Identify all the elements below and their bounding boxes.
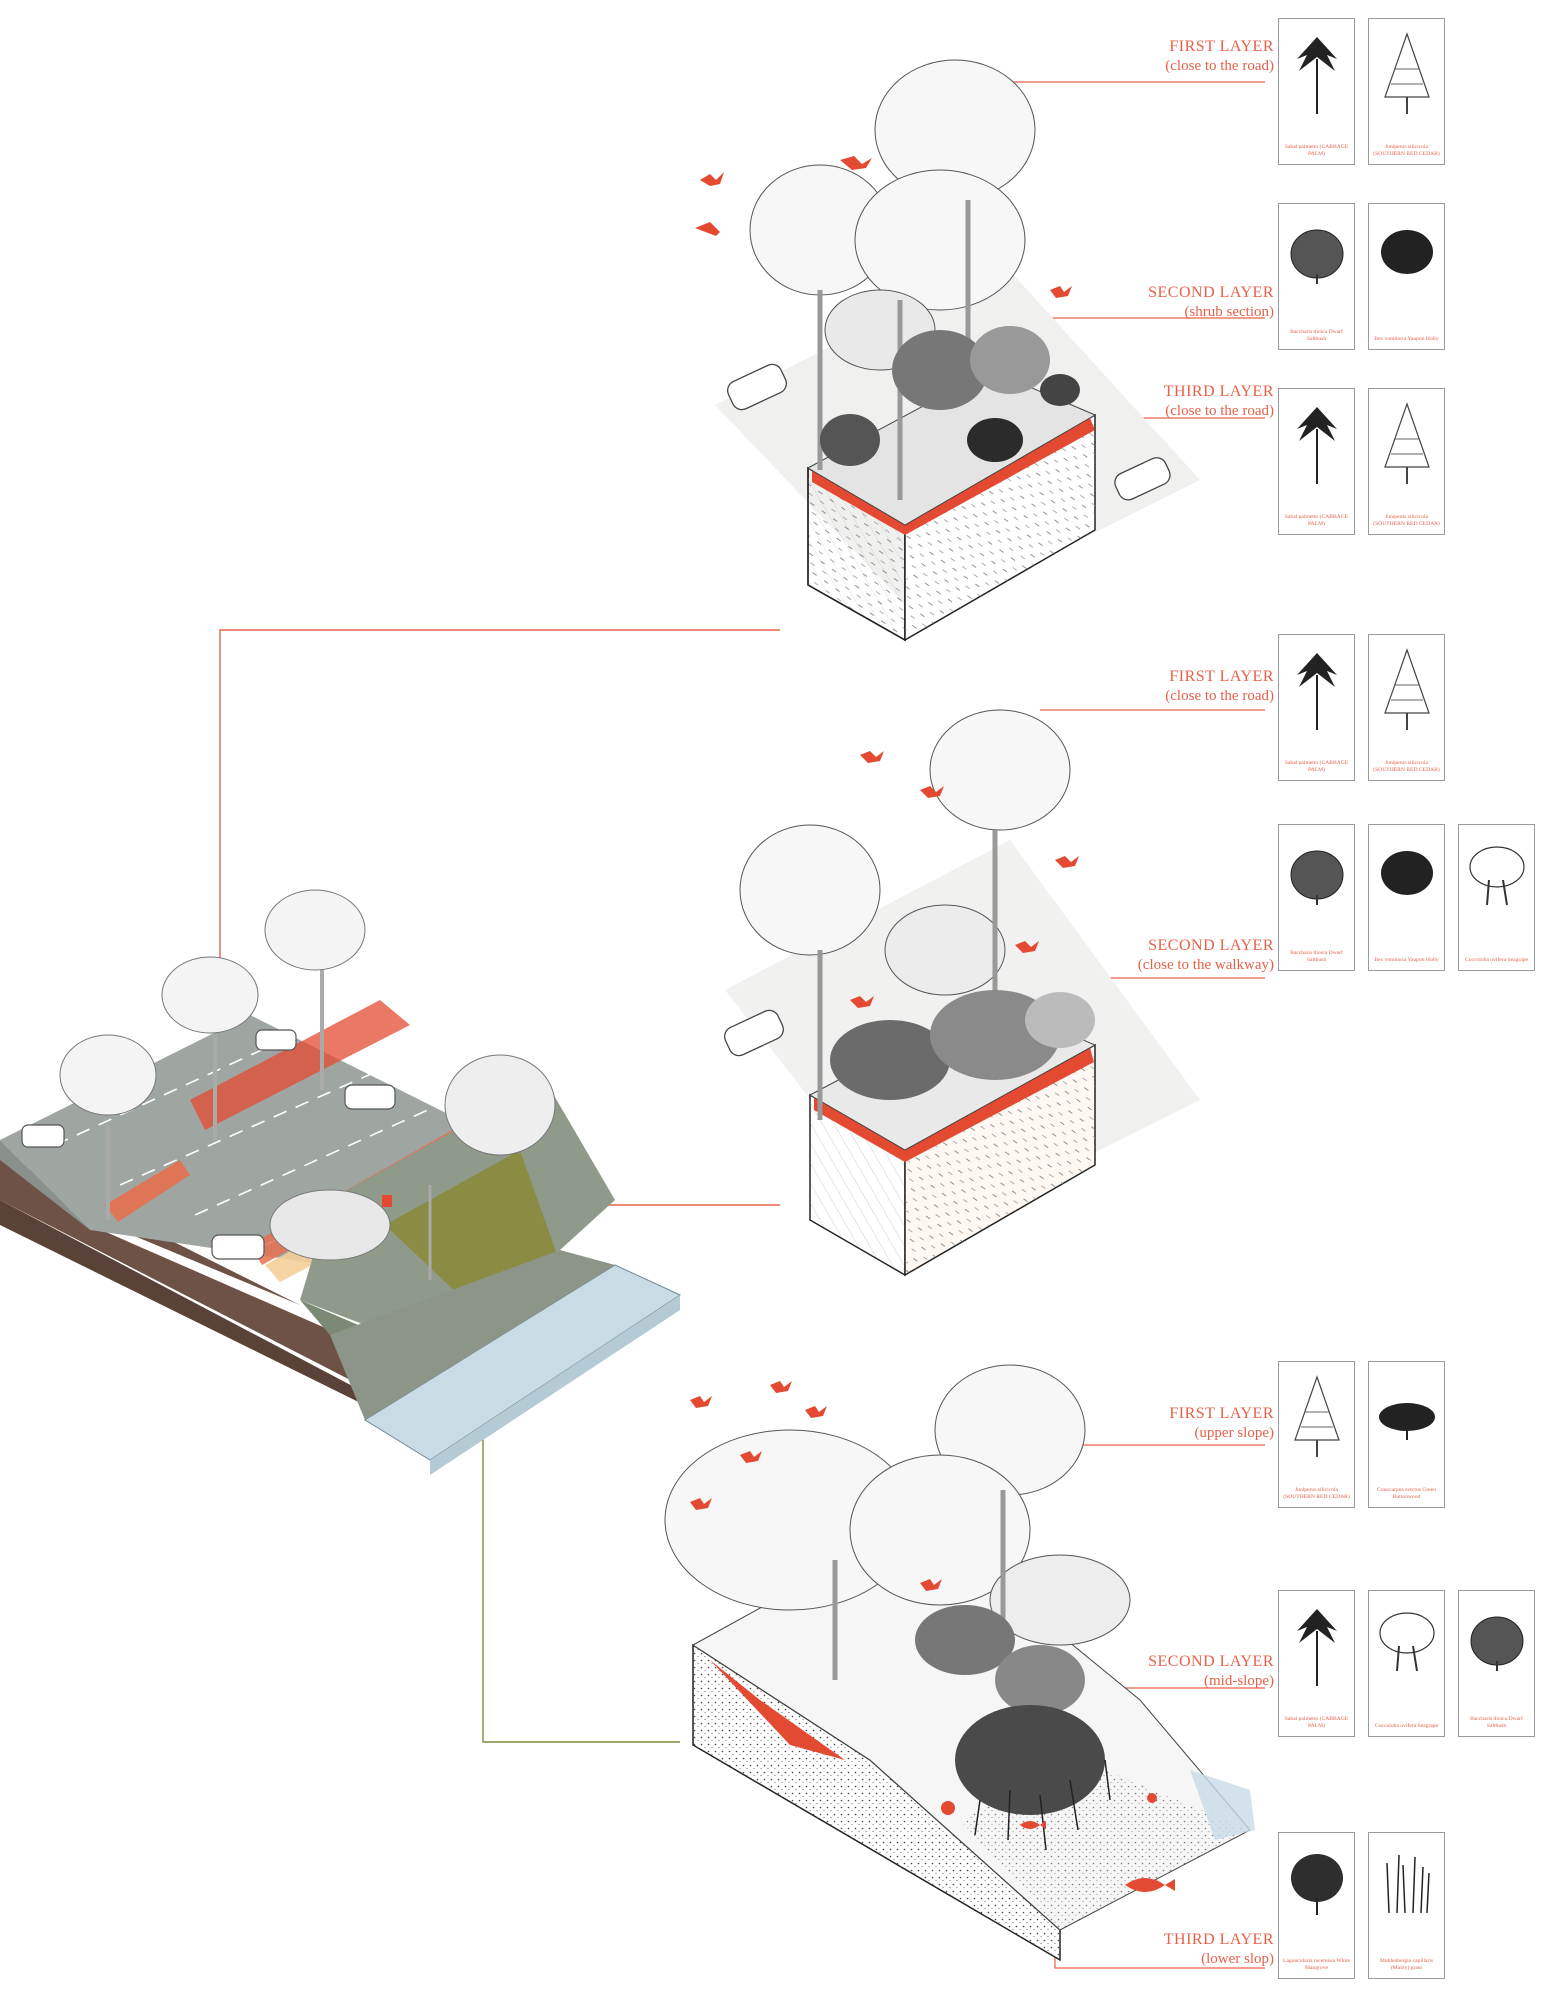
label-section2-first-layer: FIRST LAYER (close to the road) [1165,667,1274,706]
plant-card: Juniperus silicicola (SOUTHERN RED CEDAR… [1368,18,1445,165]
dark-shrub-icon [1381,851,1433,895]
plant-card: Ilex vomitoria Yaupon Holly [1368,824,1445,971]
plant-caption: Laguncularia racemosa White Mangrove [1283,1958,1350,1972]
layer-title: SECOND LAYER [1148,1653,1274,1670]
plant-card: Sabal palmetto (CABBAGE PALM) [1278,18,1355,165]
layer-subtitle: (shrub section) [1184,304,1274,320]
label-section3-second-layer: SECOND LAYER (mid-slope) [1148,1652,1274,1691]
label-section3-third-layer: THIRD LAYER (lower slop) [1164,1930,1274,1969]
plant-card: Juniperus silicicola (SOUTHERN RED CEDAR… [1368,388,1445,535]
plant-caption: Juniperus silicicola (SOUTHERN RED CEDAR… [1373,144,1440,158]
label-section3-first-layer: FIRST LAYER (upper slope) [1169,1404,1274,1443]
plant-card: Laguncularia racemosa White Mangrove [1278,1832,1355,1979]
layer-title: SECOND LAYER [1148,284,1274,301]
dark-shrub-icon [1381,230,1433,274]
plant-card: Baccharis dioica Dwarf Saltbush [1278,824,1355,971]
layer-subtitle: (close to the walkway) [1137,957,1274,973]
cedar-tree-icon [1384,648,1430,730]
plant-card: Juniperus silicicola (SOUTHERN RED CEDAR… [1368,634,1445,781]
plant-card: Baccharis dioica Dwarf Saltbush [1458,1590,1535,1737]
layer-title: THIRD LAYER [1163,383,1274,400]
plant-caption: Sabal palmetto (CABBAGE PALM) [1284,760,1349,774]
palm-tree-icon [1297,407,1337,484]
layer-title: FIRST LAYER [1169,38,1274,55]
connector-line-top [219,629,780,1090]
layer-subtitle: (lower slop) [1201,1951,1274,1967]
plant-caption: Muhlenbergia capillaris (Muhly) grass [1379,1958,1434,1972]
layer-subtitle: (upper slope) [1194,1425,1274,1441]
cedar-tree-icon [1384,402,1430,484]
plant-card: Baccharis dioica Dwarf Saltbush [1278,203,1355,350]
bike-lane-center [190,1000,410,1130]
shrub-icon [1290,850,1344,905]
plant-caption: Sabal palmetto (CABBAGE PALM) [1284,1716,1349,1730]
buttonwood-icon [1379,1403,1435,1440]
street-overview-diagram [0,889,682,1475]
label-section1-third-layer: THIRD LAYER (close to the road) [1164,382,1274,421]
cedar-tree-icon [1384,32,1430,114]
grass-icon [1386,1854,1430,1914]
label-section2-second-layer: SECOND LAYER (close to the walkway) [1138,936,1274,975]
palm-tree-icon [1297,37,1337,114]
shrub-icon [1470,1616,1524,1671]
plant-card: Juniperus silicicola (SOUTHERN RED CEDAR… [1278,1361,1355,1508]
plant-caption: Juniperus silicicola (SOUTHERN RED CEDAR… [1373,760,1440,774]
plant-card: Sabal palmetto (CABBAGE PALM) [1278,634,1355,781]
plant-card: Conocarpus erectus Green Buttonwood [1368,1361,1445,1508]
plant-caption: Ilex vomitoria Yaupon Holly [1374,957,1439,964]
bike-lane-left [105,1160,190,1222]
plant-card: Coccoloba uvifera Seagrape [1368,1590,1445,1737]
layer-subtitle: (close to the road) [1165,688,1274,704]
seagrape-icon [1469,846,1525,906]
layer-title: SECOND LAYER [1148,937,1274,954]
plant-card: Sabal palmetto (CABBAGE PALM) [1278,388,1355,535]
plant-caption: Baccharis dioica Dwarf Saltbush [1290,950,1343,964]
layer-title: THIRD LAYER [1163,1931,1274,1948]
plant-card: Sabal palmetto (CABBAGE PALM) [1278,1590,1355,1737]
label-section1-first-layer: FIRST LAYER (close to the road) [1165,37,1274,76]
plant-caption: Conocarpus erectus Green Buttonwood [1376,1487,1437,1501]
layer-title: FIRST LAYER [1169,668,1274,685]
shrub-icon [1290,229,1344,284]
seagrape-icon [1379,1612,1435,1672]
cedar-tree-icon [1294,1375,1340,1457]
plant-caption: Baccharis dioica Dwarf Saltbush [1470,1716,1523,1730]
plant-caption: Baccharis dioica Dwarf Saltbush [1290,329,1343,343]
label-section1-second-layer: SECOND LAYER (shrub section) [1148,283,1274,322]
layer-title: FIRST LAYER [1169,1405,1274,1422]
layer-subtitle: (mid-slope) [1204,1673,1274,1689]
layer-subtitle: (close to the road) [1165,403,1274,419]
plant-card: Muhlenbergia capillaris (Muhly) grass [1368,1832,1445,1979]
mangrove-icon [1291,1854,1343,1915]
plant-caption: Juniperus silicicola (SOUTHERN RED CEDAR… [1373,514,1440,528]
layer-subtitle: (close to the road) [1165,58,1274,74]
palm-tree-icon [1297,653,1337,730]
top-section-block [695,59,1200,642]
plant-caption: Coccoloba uvifera Seagrape [1374,1723,1439,1730]
plant-card: Ilex vomitoria Yaupon Holly [1368,203,1445,350]
plant-caption: Ilex vomitoria Yaupon Holly [1374,336,1439,343]
plant-caption: Coccoloba uvifera Seagrape [1464,957,1529,964]
plant-caption: Juniperus silicicola (SOUTHERN RED CEDAR… [1283,1487,1350,1501]
plant-card: Coccoloba uvifera Seagrape [1458,824,1535,971]
bottom-section-block [664,1364,1255,1962]
plant-caption: Sabal palmetto (CABBAGE PALM) [1284,514,1349,528]
plant-caption: Sabal palmetto (CABBAGE PALM) [1284,144,1349,158]
palm-tree-icon [1297,1609,1337,1686]
middle-section-block [724,709,1200,1277]
